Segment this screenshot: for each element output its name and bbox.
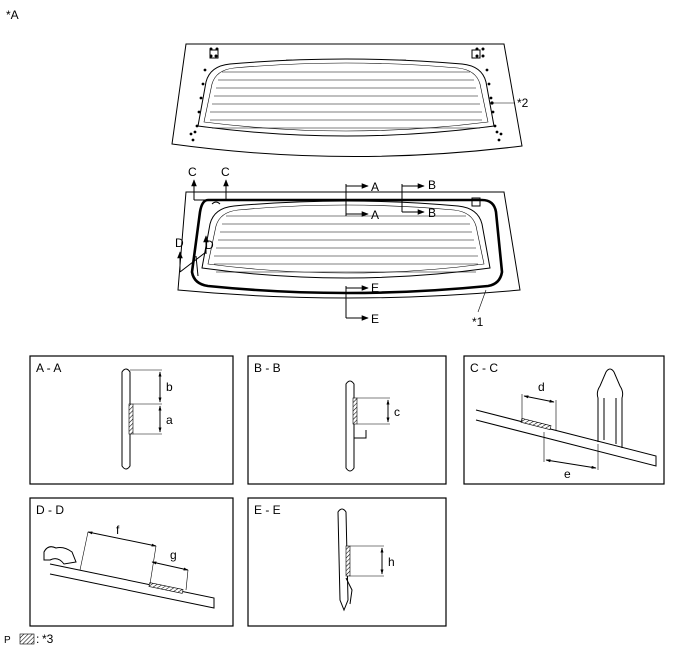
arrow-label-c-1: C	[188, 165, 197, 179]
section-d-d-title: D - D	[36, 503, 64, 517]
arrow-label-a-2: A	[371, 208, 379, 222]
section-e-e-title: E - E	[254, 503, 281, 517]
dim-c-label: c	[394, 405, 400, 419]
section-c-c-title: C - C	[470, 361, 498, 375]
section-e-e	[247, 497, 447, 627]
arrow-label-d-1: D	[175, 236, 184, 250]
dim-a-label: a	[166, 413, 173, 427]
dim-b-label: b	[166, 380, 173, 394]
arrow-label-b-2: B	[428, 206, 436, 220]
dim-g-label: g	[170, 548, 177, 562]
section-arrows	[177, 179, 425, 321]
legend-hatch-swatch	[19, 633, 35, 645]
arrow-label-d-2: D	[205, 238, 214, 252]
glass-bottom-view	[177, 191, 521, 313]
arrow-label-e-1: E	[371, 281, 379, 295]
section-b-b	[247, 355, 447, 485]
arrow-label-b-1: B	[428, 178, 436, 192]
callout-3-label: *3	[42, 632, 54, 646]
section-d-d	[29, 497, 234, 627]
section-b-b-title: B - B	[254, 361, 281, 375]
view-label-a: *A	[6, 8, 19, 22]
section-a-a-title: A - A	[36, 361, 61, 375]
dim-d-label: d	[538, 380, 545, 394]
corner-label-p: P	[4, 635, 11, 646]
dim-e-label: e	[564, 467, 571, 481]
callout-2-label: *2	[517, 96, 529, 110]
callout-1-label: *1	[472, 315, 484, 329]
legend-colon: :	[36, 632, 39, 646]
dim-f-label: f	[116, 523, 120, 537]
arrow-label-c-2: C	[221, 165, 230, 179]
section-c-c	[463, 355, 665, 485]
arrow-label-a-1: A	[371, 180, 379, 194]
dim-h-label: h	[388, 555, 395, 569]
section-a-a	[29, 355, 234, 485]
glass-top-view	[171, 43, 523, 158]
arrow-label-e-2: E	[371, 312, 379, 326]
